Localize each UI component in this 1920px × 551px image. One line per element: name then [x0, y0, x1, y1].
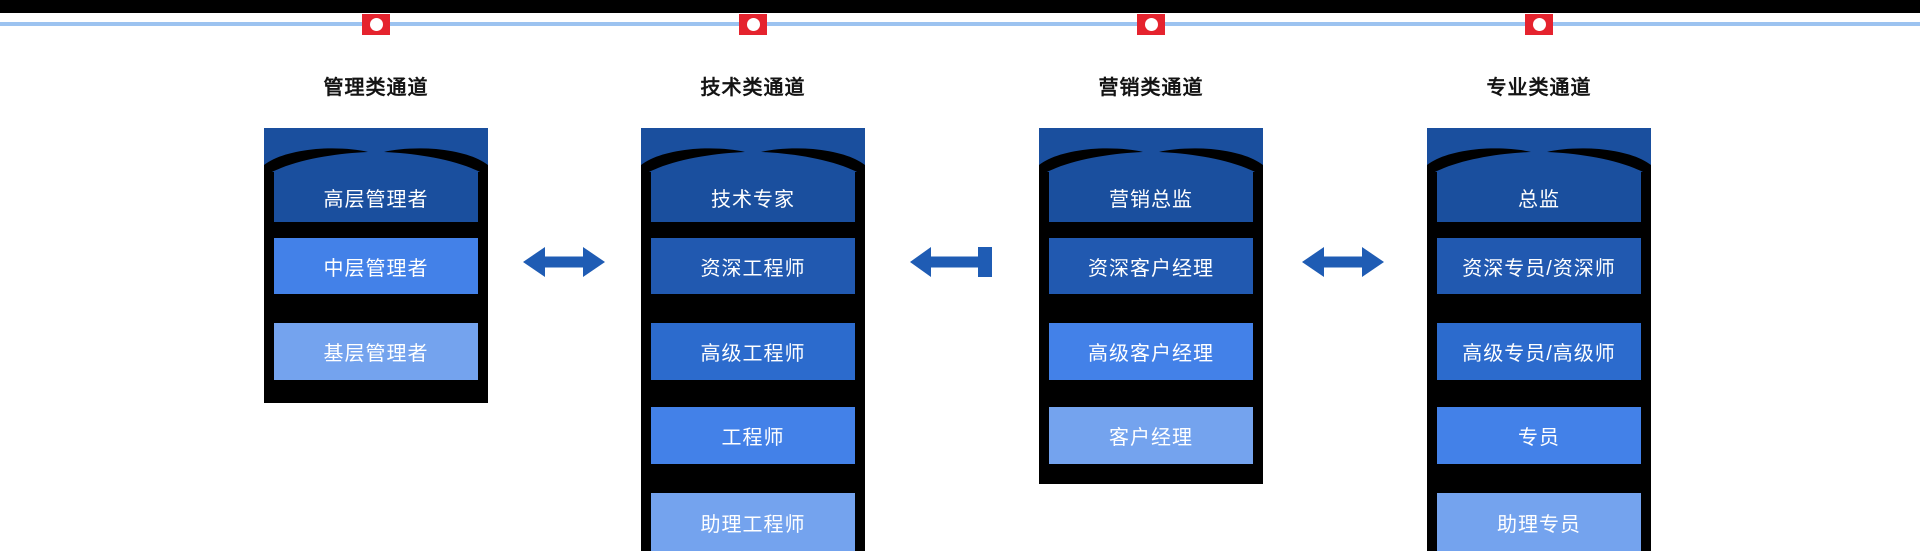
top-black-bar [0, 0, 1920, 13]
node-dot [369, 18, 383, 31]
channel-header [641, 128, 865, 172]
left-arrow-icon [910, 247, 992, 277]
channel-header [264, 128, 488, 172]
timeline-rule [0, 22, 1920, 26]
node-dot [1144, 18, 1158, 31]
timeline-node-icon [739, 14, 767, 35]
timeline-node-icon [1525, 14, 1553, 35]
level-box: 高级专员/高级师 [1437, 323, 1641, 380]
timeline-node-icon [1137, 14, 1165, 35]
channel-header [1039, 128, 1263, 172]
channel-title-management: 管理类通道 [323, 77, 429, 99]
level-box: 高层管理者 [274, 172, 478, 222]
level-box: 专员 [1437, 407, 1641, 464]
level-box: 营销总监 [1049, 172, 1253, 222]
level-box: 助理专员 [1437, 493, 1641, 551]
level-box: 助理工程师 [651, 493, 855, 551]
level-box: 资深工程师 [651, 238, 855, 294]
level-box: 资深客户经理 [1049, 238, 1253, 294]
node-dot [1532, 18, 1546, 31]
level-box: 基层管理者 [274, 323, 478, 380]
channel-title-professional: 专业类通道 [1486, 77, 1592, 99]
level-box: 客户经理 [1049, 407, 1253, 464]
channel-title-technical: 技术类通道 [700, 77, 806, 99]
channel-column-marketing: 营销总监 资深客户经理 高级客户经理 客户经理 [1039, 128, 1263, 484]
double-headed-arrow-icon [523, 247, 605, 277]
node-dot [746, 18, 760, 31]
channel-column-professional: 总监 资深专员/资深师 高级专员/高级师 专员 助理专员 [1427, 128, 1651, 551]
level-box: 技术专家 [651, 172, 855, 222]
double-headed-arrow-icon [1302, 247, 1384, 277]
channel-header [1427, 128, 1651, 172]
channel-column-management: 高层管理者 中层管理者 基层管理者 [264, 128, 488, 403]
level-box: 总监 [1437, 172, 1641, 222]
level-box: 高级客户经理 [1049, 323, 1253, 380]
channel-column-technical: 技术专家 资深工程师 高级工程师 工程师 助理工程师 [641, 128, 865, 551]
level-box: 工程师 [651, 407, 855, 464]
timeline-node-icon [362, 14, 390, 35]
level-box: 中层管理者 [274, 238, 478, 294]
channel-title-marketing: 营销类通道 [1098, 77, 1204, 99]
level-box: 资深专员/资深师 [1437, 238, 1641, 294]
level-box: 高级工程师 [651, 323, 855, 380]
